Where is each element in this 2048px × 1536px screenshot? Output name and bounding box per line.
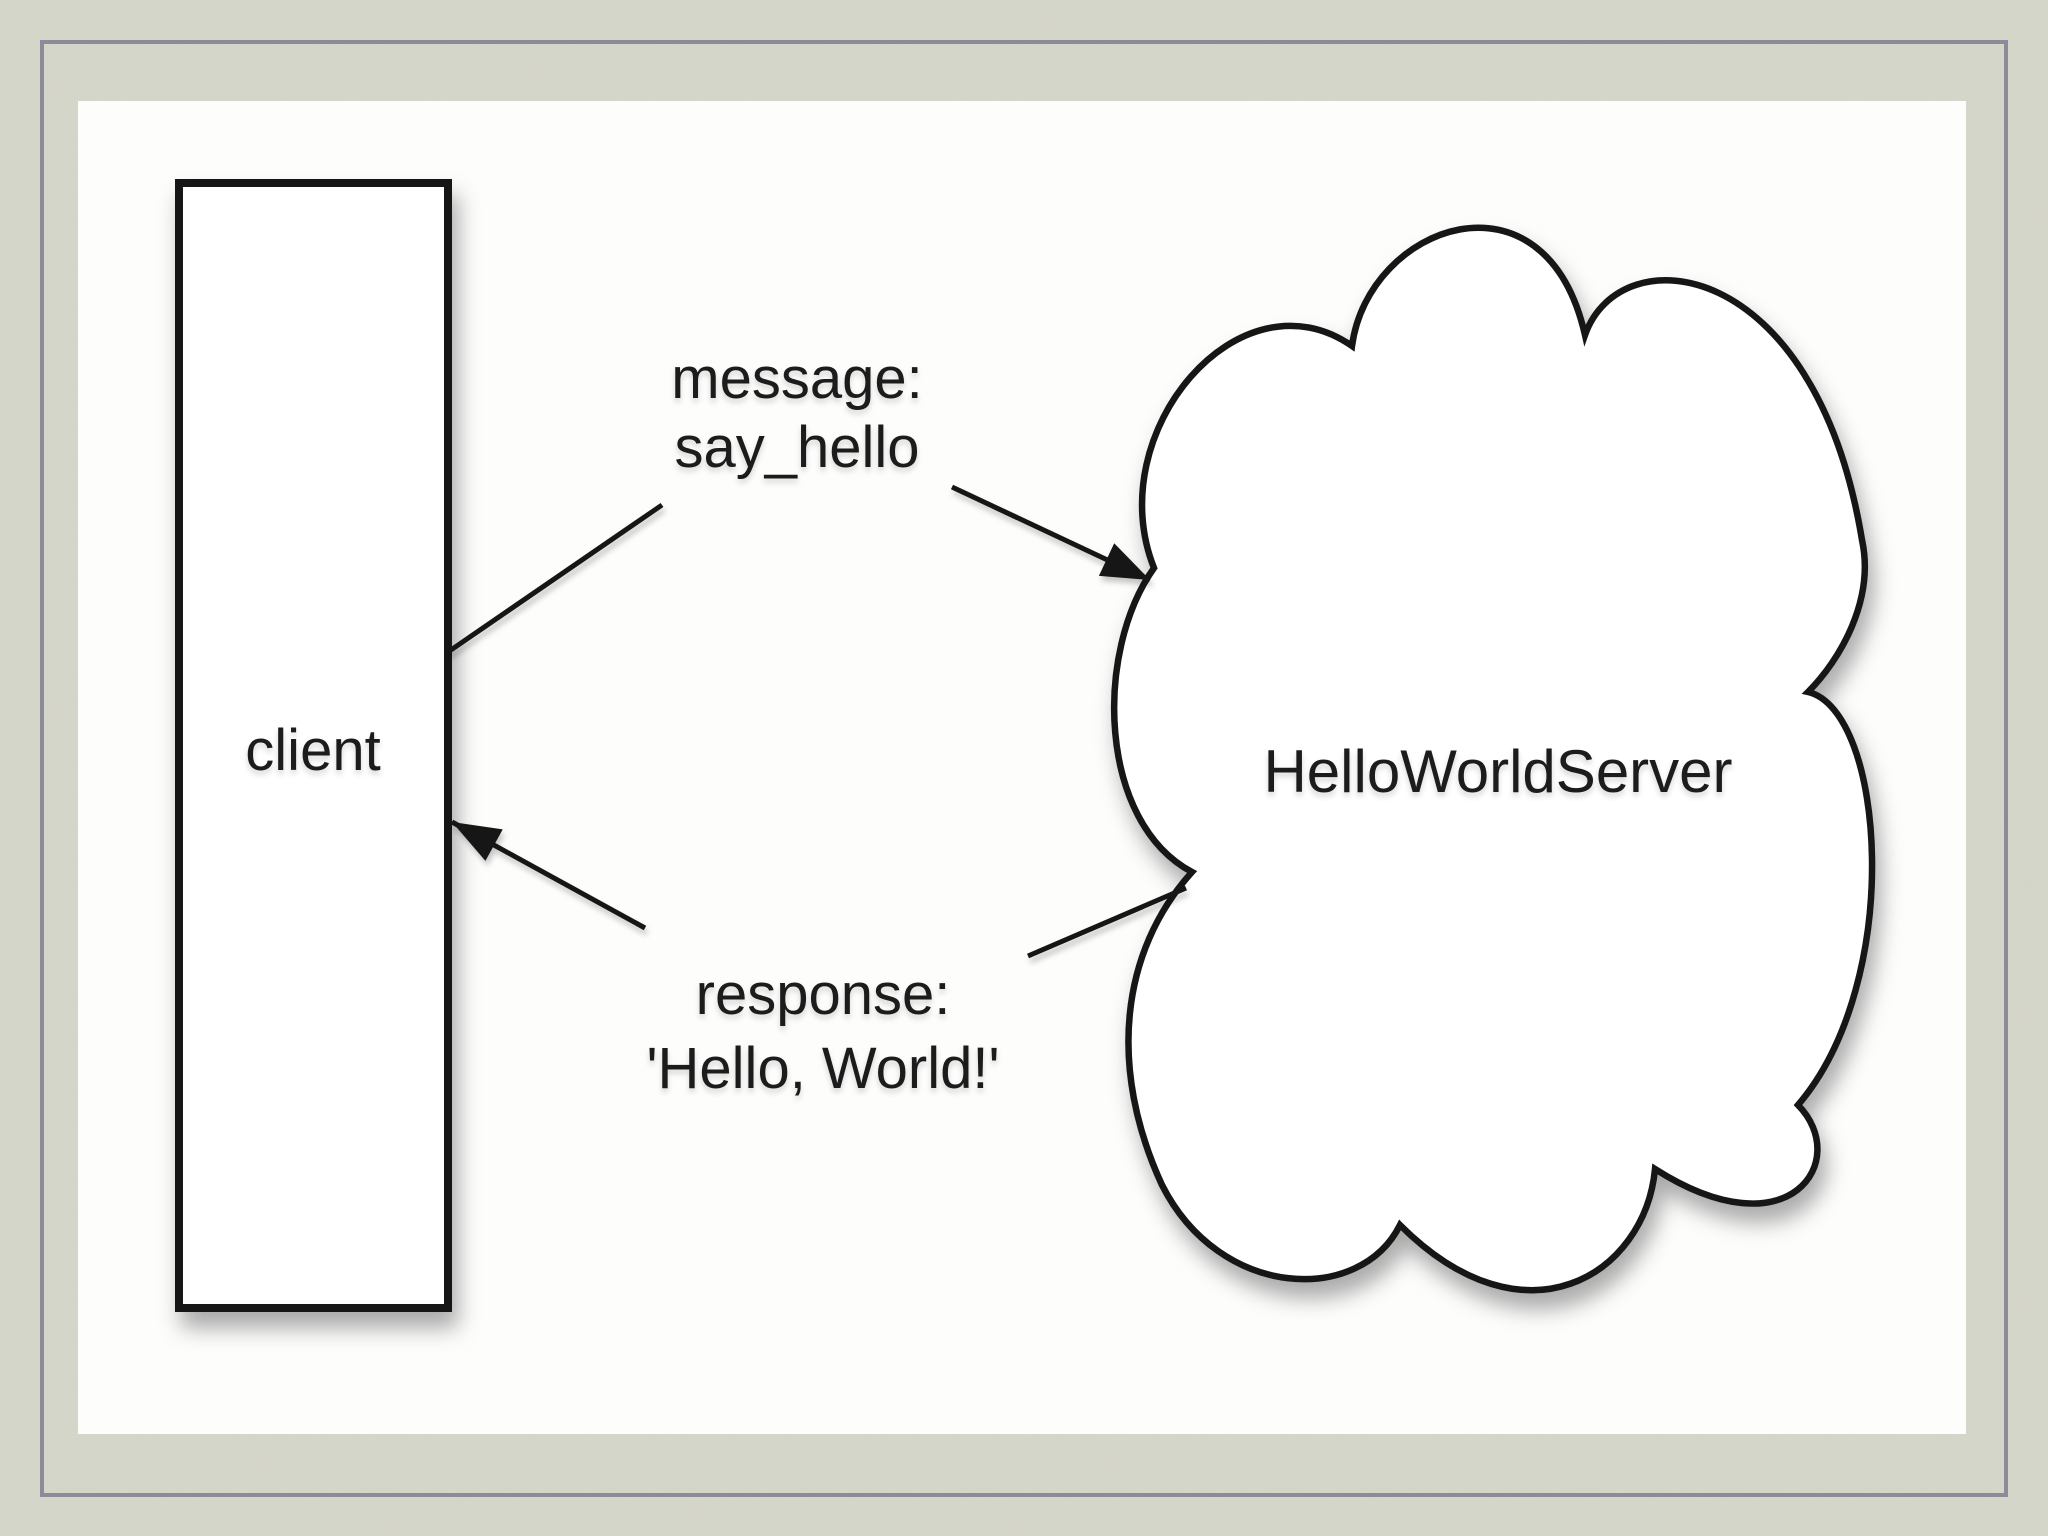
- message-label-line2: say_hello: [674, 415, 919, 480]
- client-node-label: client: [245, 718, 380, 783]
- response-arrow: [450, 819, 1187, 959]
- response-arrow-line-left: [450, 819, 647, 931]
- response-label-line1: response:: [696, 962, 951, 1027]
- server-cloud-label: HelloWorldServer: [1263, 738, 1732, 805]
- message-arrow-line-left: [446, 502, 664, 655]
- client-node: [175, 179, 452, 1312]
- message-arrow: [446, 484, 1152, 655]
- message-label-line1: message:: [671, 346, 922, 411]
- slide-frame: [40, 40, 2008, 1497]
- message-arrow-line-right: [950, 484, 1152, 583]
- response-label-line2: 'Hello, World!': [646, 1036, 999, 1101]
- server-cloud: [1110, 224, 1876, 1294]
- response-arrow-line-right: [1027, 885, 1187, 959]
